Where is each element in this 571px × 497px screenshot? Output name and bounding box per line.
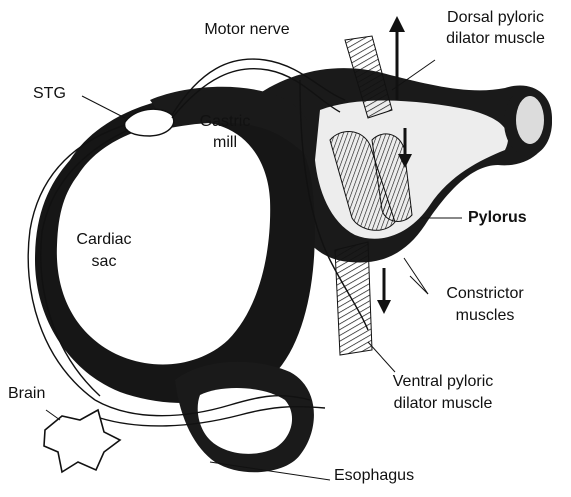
pylorus-end-rim — [516, 96, 544, 144]
constrictor-label-line2: muscles — [425, 306, 545, 325]
gastric-label-line1: Gastric — [190, 112, 260, 131]
brain-ganglion — [44, 410, 120, 472]
pylorus-label: Pylorus — [468, 208, 527, 227]
esophagus-label: Esophagus — [334, 466, 414, 485]
ventral-label-line1: Ventral pyloric — [368, 372, 518, 391]
stg-label: STG — [33, 84, 66, 103]
arrow-down-lower-icon — [377, 268, 391, 314]
ventral-dilator-muscle — [335, 242, 372, 355]
motor-nerve-label: Motor nerve — [182, 20, 312, 39]
dorsal-label-line1: Dorsal pyloric — [420, 8, 571, 27]
cardiac-label-line2: sac — [64, 252, 144, 271]
dorsal-label-line2: dilator muscle — [420, 29, 571, 48]
brain-label: Brain — [8, 384, 45, 403]
gastric-label-line2: mill — [190, 133, 260, 152]
cardiac-label-line1: Cardiac — [64, 230, 144, 249]
ventral-label-line2: dilator muscle — [368, 394, 518, 413]
constrictor-label-line1: Constrictor — [425, 284, 545, 303]
